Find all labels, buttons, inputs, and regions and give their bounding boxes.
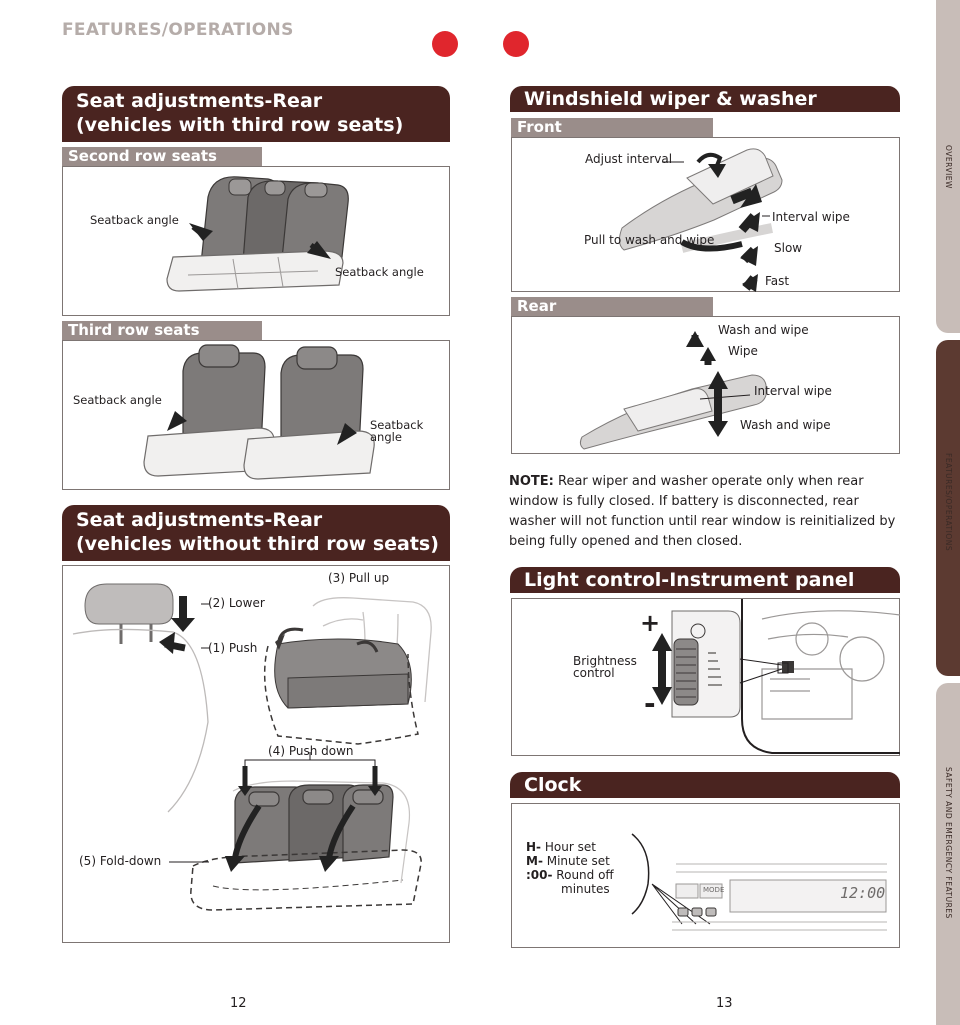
plus-sign: + — [640, 609, 661, 637]
rear-washer-note: NOTE: Rear wiper and washer operate only… — [509, 472, 899, 552]
sub-banner-front: Front — [511, 118, 713, 137]
light-control-panel: + - Brightness control — [511, 598, 901, 756]
banner-title-line2: (vehicles without third row seats) — [76, 533, 439, 555]
side-tab-overview[interactable]: OVERVIEW — [936, 0, 960, 333]
label-fast: Fast — [765, 274, 790, 288]
sub-banner-third-row: Third row seats — [62, 321, 262, 340]
label-wash-and-wipe-bottom: Wash and wipe — [740, 418, 831, 432]
side-tab-label: SAFETY AND EMERGENCY FEATURES — [944, 767, 953, 919]
note-label: NOTE: — [509, 474, 554, 489]
label-interval-wipe: Interval wipe — [772, 210, 850, 224]
banner-title-line1: Seat adjustments-Rear — [76, 509, 323, 531]
label-seatback-angle-left: Seatback angle — [90, 213, 179, 227]
minute-text: Minute set — [542, 854, 610, 868]
label-lower: (2) Lower — [208, 596, 265, 610]
clock-panel: MODE 12:00 H- Hour set M- Minute set :00… — [511, 803, 900, 948]
hour-text: Hour set — [541, 840, 596, 854]
clock-minute-line: M- Minute set — [526, 854, 610, 868]
banner-title-line1: Seat adjustments-Rear — [76, 90, 323, 112]
note-text: Rear wiper and washer operate only when … — [509, 474, 896, 549]
banner-title: Light control-Instrument panel — [524, 569, 855, 591]
section-banner-wiper: Windshield wiper & washer — [510, 86, 900, 112]
label-push: (1) Push — [208, 641, 258, 655]
side-tab-safety[interactable]: SAFETY AND EMERGENCY FEATURES — [936, 683, 960, 1025]
minute-key: M- — [526, 854, 543, 868]
clock-round-minutes: minutes — [561, 882, 610, 896]
clock-display: 12:00 — [840, 884, 886, 902]
hour-key: H- — [526, 840, 542, 854]
round-key: :00- — [526, 868, 553, 882]
mode-button-label: MODE — [703, 886, 725, 894]
label-pull-up: (3) Pull up — [328, 571, 390, 585]
section-banner-rear-seats-third-row: Seat adjustments-Rear (vehicles with thi… — [62, 86, 450, 142]
side-tab-features-operations[interactable]: FEATURES/OPERATIONS — [936, 340, 960, 676]
label-push-down: (4) Push down — [268, 744, 354, 758]
third-row-seat-illustration — [143, 344, 375, 480]
second-row-seat-illustration — [166, 176, 349, 292]
section-banner-light-control: Light control-Instrument panel — [510, 567, 900, 593]
third-row-seats-panel: Seatback angle Seatback angle — [62, 340, 450, 490]
label-slow: Slow — [774, 241, 803, 255]
sub-banner-rear: Rear — [511, 297, 713, 316]
label-brightness: Brightness — [573, 654, 637, 668]
label-seatback-angle-right-line1: Seatback — [370, 418, 424, 432]
banner-title: Clock — [524, 774, 582, 796]
page-number-right: 13 — [716, 996, 733, 1011]
front-wiper-stalk-illustration — [618, 148, 783, 292]
red-dot-marker-left — [432, 31, 458, 57]
banner-title: Windshield wiper & washer — [524, 88, 817, 110]
side-tab-label: OVERVIEW — [944, 145, 953, 189]
rear-seats-fold-panel: (2) Lower (1) Push (3) Pull up (4) Push … — [62, 565, 450, 943]
front-wiper-panel: Adjust interval Interval wipe Pull to wa… — [511, 137, 900, 292]
label-wash-and-wipe-top: Wash and wipe — [718, 323, 809, 337]
side-tab-label: FEATURES/OPERATIONS — [944, 453, 953, 552]
section-banner-rear-seats-no-third-row: Seat adjustments-Rear (vehicles without … — [62, 505, 450, 561]
red-dot-marker-right — [503, 31, 529, 57]
page-number-left: 12 — [230, 996, 247, 1011]
page-title: FEATURES/OPERATIONS — [62, 20, 294, 40]
rear-wiper-panel: Wash and wipe Wipe Interval wipe Wash an… — [511, 316, 900, 454]
label-interval-wipe: Interval wipe — [754, 384, 832, 398]
label-wipe: Wipe — [728, 344, 758, 358]
seat-fold-illustration — [72, 583, 432, 911]
rear-wiper-stalk-illustration — [579, 331, 767, 450]
label-seatback-angle-right: Seatback angle — [335, 265, 424, 279]
sub-banner-second-row: Second row seats — [62, 147, 262, 166]
label-fold-down: (5) Fold-down — [79, 854, 162, 868]
clock-hour-line: H- Hour set — [526, 840, 596, 854]
clock-illustration — [631, 833, 887, 931]
second-row-seats-panel: Seatback angle Seatback angle — [62, 166, 450, 316]
clock-round-line: :00- Round off — [526, 868, 614, 882]
label-control: control — [573, 666, 615, 680]
banner-title-line2: (vehicles with third row seats) — [76, 114, 404, 136]
label-seatback-angle-left: Seatback angle — [73, 393, 162, 407]
section-banner-clock: Clock — [510, 772, 900, 798]
minus-sign: - — [644, 687, 656, 720]
label-seatback-angle-right-line2: angle — [370, 430, 402, 444]
label-adjust-interval: Adjust interval — [585, 152, 673, 166]
label-pull-to-wash: Pull to wash and wipe — [584, 233, 715, 247]
brightness-control-illustration — [652, 599, 901, 754]
round-text: Round off — [552, 868, 614, 882]
